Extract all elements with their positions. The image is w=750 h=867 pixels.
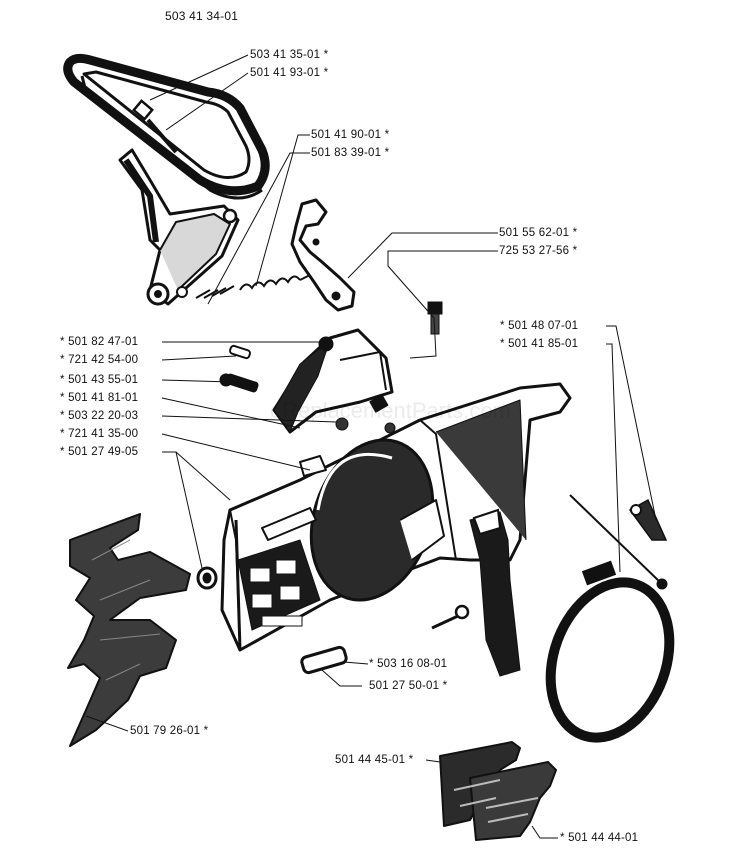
band-screw xyxy=(628,498,668,541)
part-label: * 501 48 07-01 xyxy=(500,320,579,332)
hand-guard-screw xyxy=(132,99,178,154)
slide-pin xyxy=(300,645,348,675)
part-label: * 501 27 49-05 xyxy=(60,446,139,458)
part-label: * 501 41 81-01 xyxy=(60,392,139,404)
part-label: * 501 44 44-01 xyxy=(560,832,639,844)
brake-bracket xyxy=(272,328,396,434)
part-label: * 721 41 35-00 xyxy=(60,428,139,440)
brake-lever xyxy=(290,198,356,312)
pin-and-screw xyxy=(219,344,259,393)
part-label: 503 41 35-01 * xyxy=(250,49,329,61)
assembly-number: 503 41 34-01 xyxy=(165,9,239,23)
part-label: 501 79 26-01 * xyxy=(130,725,209,737)
part-label: 501 27 50-01 * xyxy=(369,680,448,692)
part-label: * 501 41 85-01 xyxy=(500,338,579,350)
hand-guard-bracket xyxy=(118,148,240,306)
guide-screw xyxy=(431,604,470,630)
nut xyxy=(196,566,218,590)
part-label: 501 83 39-01 * xyxy=(311,147,390,159)
part-label: * 501 43 55-01 xyxy=(60,374,139,386)
part-label: 501 41 90-01 * xyxy=(311,129,390,141)
part-label: 501 55 62-01 * xyxy=(499,227,578,239)
part-label: 501 44 45-01 * xyxy=(335,754,414,766)
watermark: eReplacementParts.com xyxy=(270,398,511,423)
part-label: * 501 82 47-01 xyxy=(60,336,139,348)
brake-band xyxy=(545,494,675,743)
clutch-cover xyxy=(220,382,572,652)
part-label: 501 41 93-01 * xyxy=(250,67,329,79)
bumper-spike xyxy=(67,513,191,747)
part-label: 725 53 27-56 * xyxy=(499,245,578,257)
chain-guide xyxy=(469,508,521,677)
part-label: * 721 42 54-00 xyxy=(60,354,139,366)
hand-guard xyxy=(63,53,270,200)
part-label: * 503 22 20-03 xyxy=(60,410,139,422)
part-label: * 503 16 08-01 xyxy=(369,658,448,670)
guide-plates xyxy=(439,741,557,841)
leader-lines xyxy=(85,54,657,839)
